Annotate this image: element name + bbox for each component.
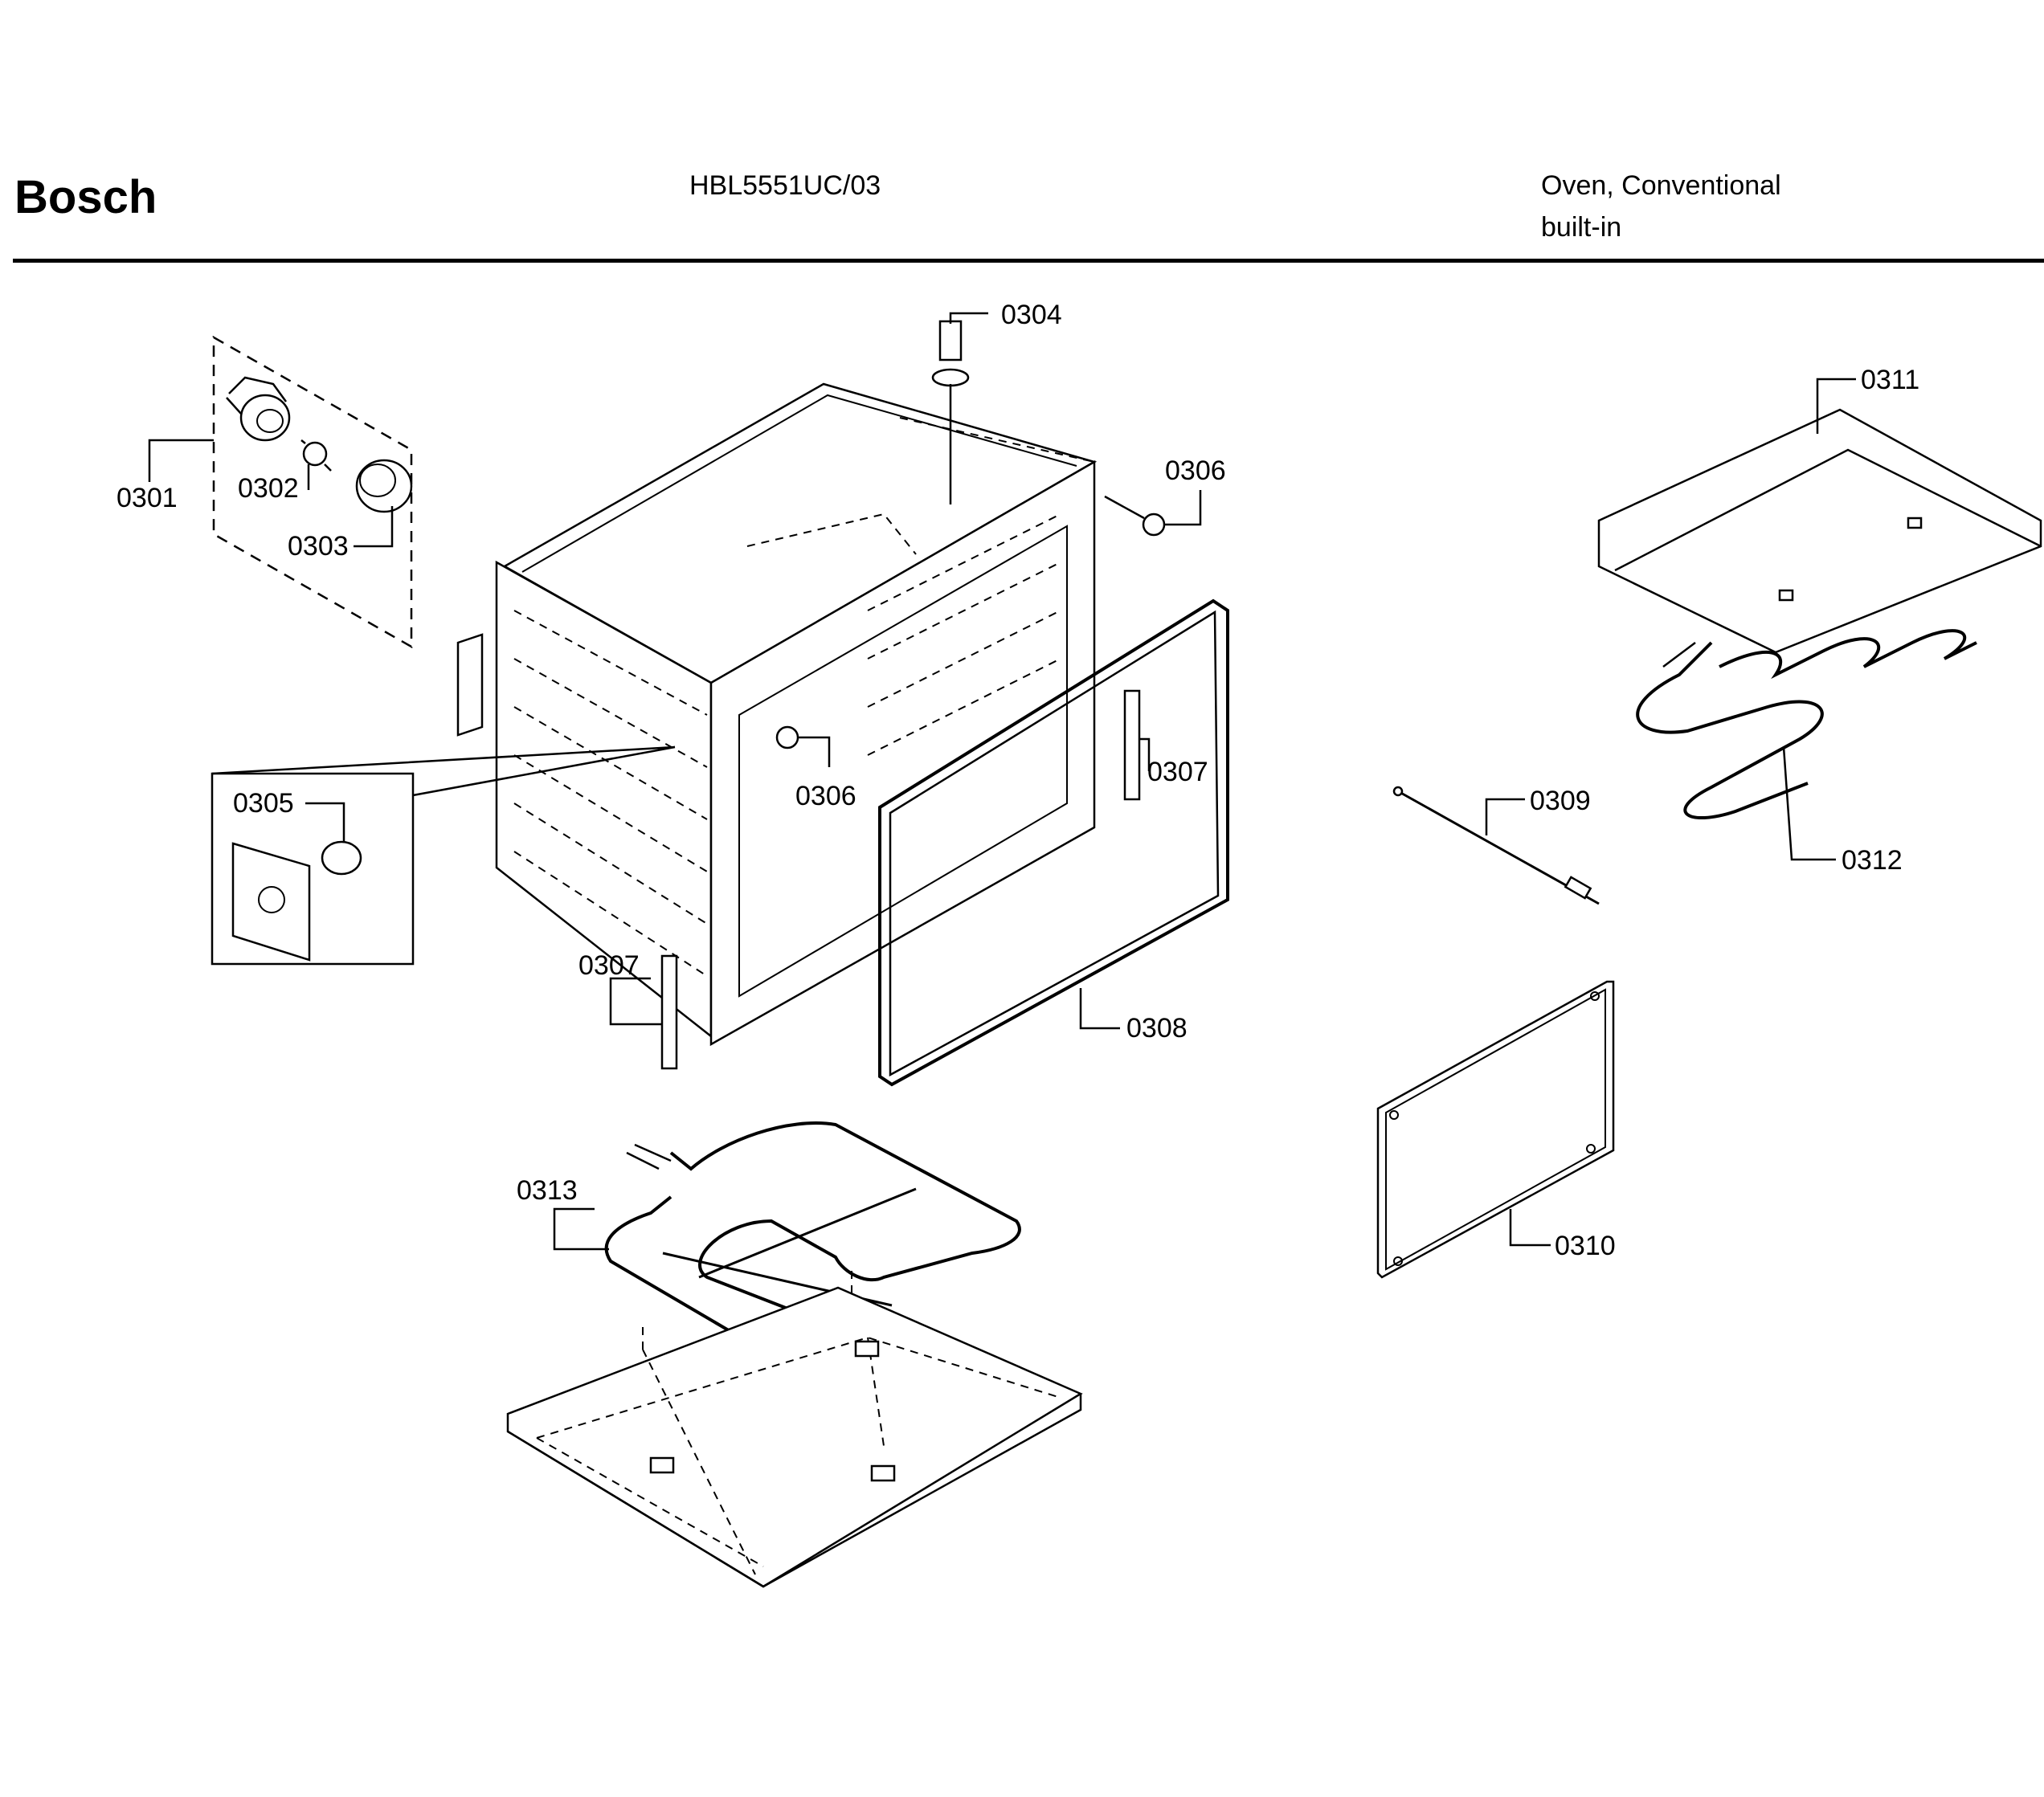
appliance-category: Oven, Conventional — [1541, 170, 1781, 201]
top-heat-shield-0311 — [1597, 378, 2042, 654]
cavity-plug-front — [775, 725, 831, 767]
callout-0303: 0303 — [288, 531, 349, 562]
oven-floor-panel — [506, 1269, 1083, 1588]
callout-0311: 0311 — [1861, 365, 1919, 395]
callout-0306-lower: 0306 — [795, 781, 856, 811]
callout-0307-right: 0307 — [1147, 757, 1208, 787]
lamp-bulb-part — [300, 439, 332, 472]
callout-0310: 0310 — [1555, 1231, 1616, 1261]
door-gasket-0308 — [878, 598, 1229, 1087]
temperature-sensor-0304 — [931, 312, 988, 504]
callout-0301: 0301 — [117, 483, 178, 513]
model-number: HBL5551UC/03 — [689, 170, 881, 201]
callout-0306-upper: 0306 — [1165, 455, 1226, 486]
callout-0305: 0305 — [233, 788, 294, 819]
door-hinge-bracket-right — [1123, 689, 1151, 801]
callout-0313: 0313 — [517, 1175, 578, 1206]
door-hinge-bracket-left — [609, 954, 678, 1070]
detail-inset-0305 — [211, 745, 676, 966]
appliance-subcategory: built-in — [1541, 212, 1622, 243]
callout-0309: 0309 — [1530, 786, 1591, 816]
lamp-cover-part — [355, 459, 413, 513]
callout-0307-left: 0307 — [578, 950, 640, 981]
callout-0312: 0312 — [1842, 845, 1903, 876]
cavity-plug-right — [1104, 490, 1202, 537]
lamp-assembly-group — [148, 335, 413, 649]
brand-name: Bosch — [14, 171, 157, 223]
header-divider — [13, 259, 2044, 263]
lamp-socket-part — [226, 376, 291, 442]
callout-0304: 0304 — [1001, 300, 1062, 330]
temperature-probe-0309 — [1392, 786, 1600, 905]
broil-element-0312 — [1636, 629, 1977, 861]
callout-0308: 0308 — [1126, 1013, 1188, 1043]
rear-panel-0310 — [1376, 980, 1615, 1279]
callout-0302: 0302 — [238, 473, 299, 504]
oven-cavity — [456, 382, 1098, 1047]
